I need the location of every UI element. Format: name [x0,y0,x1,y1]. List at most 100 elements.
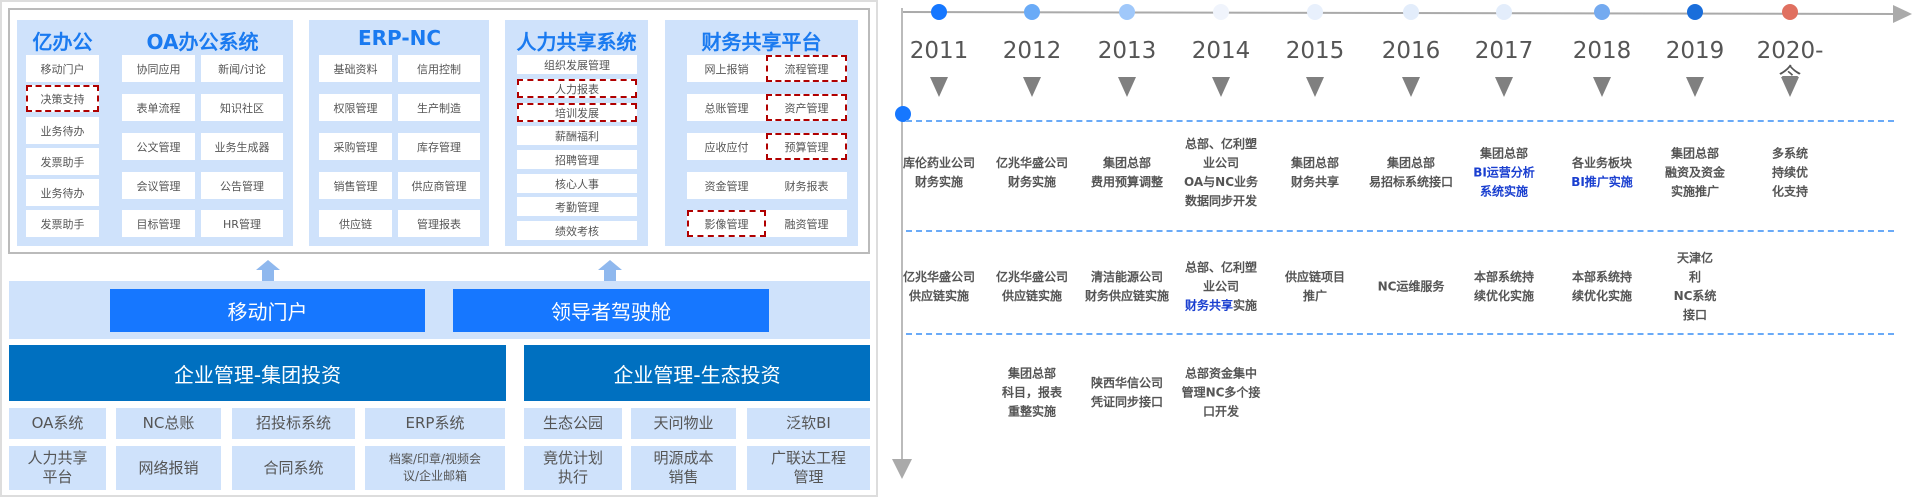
group-investment-bar: 企业管理-集团投资 [9,345,506,401]
system-tile[interactable]: ERP系统 [365,408,505,439]
year-marker-dot[interactable] [1213,4,1229,20]
system-tile[interactable]: 招投标系统 [232,408,355,439]
timeline-event: 库伦药业公司 财务实施 [877,154,1001,192]
module-finance[interactable]: 总账管理 [687,94,766,121]
timeline-event: 集团总部 财务共享 [1253,154,1377,192]
module-erp[interactable]: 供应商管理 [398,172,480,199]
module-hr[interactable]: 人力报表 [517,79,637,98]
system-tile[interactable]: 泛软BI [747,408,870,439]
module-hr[interactable]: 组织发展管理 [517,55,637,74]
module-finance[interactable]: 预算管理 [766,133,847,160]
module-erp[interactable]: 生产制造 [398,94,480,121]
module-oa[interactable]: 知识社区 [201,94,283,121]
highlighted-text: 财务共享 [1184,298,1233,313]
system-tile[interactable]: 网络报销 [116,446,221,490]
module-finance[interactable]: 财务报表 [766,172,847,199]
module-oa[interactable]: 新闻/讨论 [201,55,283,82]
year-marker-dot[interactable] [1782,4,1798,20]
system-tile[interactable]: 广联达工程 管理 [747,446,870,490]
module-finance[interactable]: 应收应付 [687,133,766,160]
system-tile[interactable]: 人力共享 平台 [9,446,106,490]
system-architecture-panel [0,0,878,497]
module-finance[interactable]: 融资管理 [766,210,847,237]
module-oa[interactable]: 会议管理 [122,172,195,199]
module-yiban[interactable]: 决策支持 [26,85,99,112]
system-tile[interactable]: OA系统 [9,408,106,439]
timeline-event: 清洁能源公司 财务供应链实施 [1065,268,1189,306]
module-erp[interactable]: 基础资料 [319,55,392,82]
event-text: 供应链项目 推广 [1284,270,1345,303]
system-tile[interactable]: 生态公园 [524,408,622,439]
module-finance[interactable]: 流程管理 [766,55,847,82]
module-erp[interactable]: 采购管理 [319,133,392,160]
module-finance[interactable]: 资金管理 [687,172,766,199]
year-label: 2016 [1381,38,1441,64]
timeline-event: 多系统 持续优 化支持 [1728,145,1852,202]
event-text: 本部系统持 续优化实施 [1571,270,1632,303]
system-tile[interactable]: 明源成本 销售 [631,446,736,490]
year-marker-dot[interactable] [1119,4,1135,20]
year-marker-dot[interactable] [1307,4,1323,20]
module-finance[interactable]: 影像管理 [687,210,766,237]
row-divider [906,230,1894,232]
timeline-event: NC运维服务 [1349,278,1473,297]
mobile-portal-button[interactable]: 移动门户 [110,289,425,332]
down-triangle-icon [1212,77,1230,97]
module-yiban[interactable]: 发票助手 [26,210,99,237]
year-marker-dot[interactable] [1687,4,1703,20]
year-marker-dot[interactable] [1594,4,1610,20]
module-hr[interactable]: 培训发展 [517,103,637,122]
timeline-event: 总部、亿利塑 业公司 财务共享实施 [1159,259,1283,316]
module-yiban[interactable]: 业务待办 [26,179,99,206]
event-text: 各业务板块 [1571,156,1632,170]
module-finance[interactable]: 资产管理 [766,94,847,121]
timeline-event: 集团总部 融资及资金 实施推广 [1633,145,1757,202]
module-oa[interactable]: 表单流程 [122,94,195,121]
module-erp[interactable]: 信用控制 [398,55,480,82]
module-oa[interactable]: 公告管理 [201,172,283,199]
timeline-event: 亿兆华盛公司 供应链实施 [877,268,1001,306]
module-oa[interactable]: 业务生成器 [201,133,283,160]
module-hr[interactable]: 招聘管理 [517,150,637,169]
module-oa[interactable]: 协同应用 [122,55,195,82]
module-yiban[interactable]: 业务待办 [26,117,99,144]
timeline-event: 集团总部 易招标系统接口 [1349,154,1473,192]
system-tile[interactable]: 竟优计划 执行 [524,446,622,490]
module-finance[interactable]: 网上报销 [687,55,766,82]
system-tile[interactable]: NC总账 [116,408,221,439]
module-yiban[interactable]: 发票助手 [26,148,99,175]
module-oa[interactable]: 目标管理 [122,210,195,237]
module-hr[interactable]: 核心人事 [517,174,637,193]
module-erp[interactable]: 权限管理 [319,94,392,121]
module-erp[interactable]: 管理报表 [398,210,480,237]
system-tile[interactable]: 天问物业 [631,408,736,439]
event-text: 本部系统持 续优化实施 [1473,270,1534,303]
leader-cockpit-button[interactable]: 领导者驾驶舱 [453,289,769,332]
system-tile[interactable]: 合同系统 [232,446,355,490]
event-text: 集团总部 融资及资金 实施推广 [1664,146,1725,199]
system-tile[interactable]: 档案/印章/视频会 议/企业邮箱 [365,446,505,490]
year-marker-dot[interactable] [1024,4,1040,20]
module-hr[interactable]: 考勤管理 [517,197,637,216]
module-oa[interactable]: HR管理 [201,210,283,237]
module-yiban[interactable]: 移动门户 [26,55,99,82]
year-marker-dot[interactable] [1403,4,1419,20]
event-text: 集团总部 易招标系统接口 [1368,156,1453,189]
year-marker-dot[interactable] [931,4,947,20]
module-erp[interactable]: 库存管理 [398,133,480,160]
year-marker-dot[interactable] [1496,4,1512,20]
module-erp[interactable]: 供应链 [319,210,392,237]
highlighted-text: BI推广实施 [1571,175,1633,189]
timeline-event: 天津亿 利 NC系统 接口 [1633,249,1757,325]
event-text: 库伦药业公司 财务实施 [902,156,975,189]
module-erp[interactable]: 销售管理 [319,172,392,199]
event-text: 集团总部 [1479,146,1528,161]
module-hr[interactable]: 薪酬福利 [517,126,637,145]
module-hr[interactable]: 绩效考核 [517,221,637,240]
down-triangle-icon [1023,77,1041,97]
row-divider [906,120,1894,122]
eco-investment-bar: 企业管理-生态投资 [524,345,870,401]
event-text: 天津亿 利 NC系统 接口 [1673,251,1717,322]
module-oa[interactable]: 公文管理 [122,133,195,160]
